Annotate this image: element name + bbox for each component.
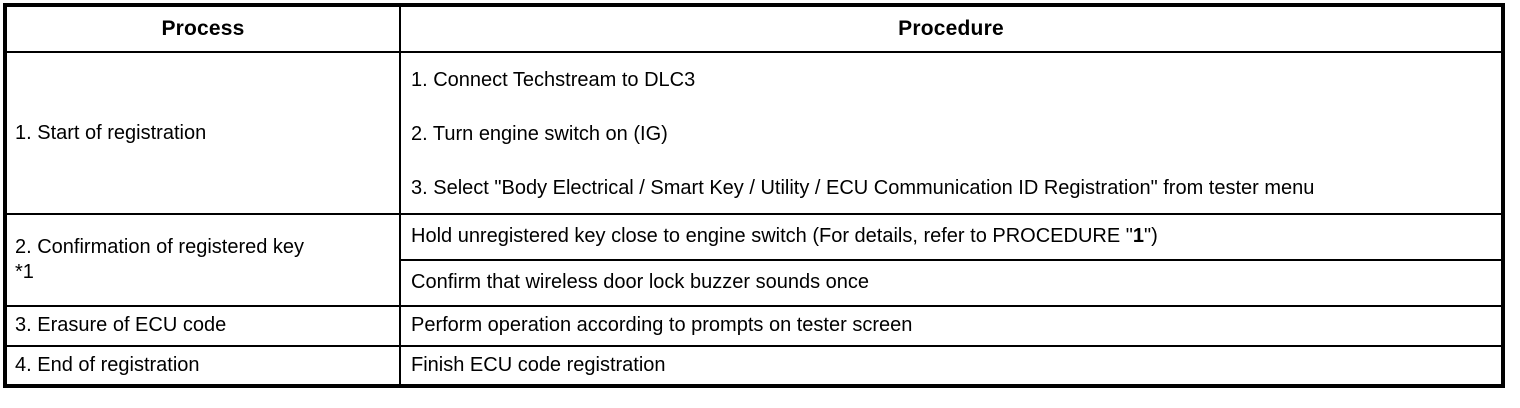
process-cell-erasure-of-ecu-code: 3. Erasure of ECU code bbox=[4, 305, 401, 347]
procedure-step: 1. Connect Techstream to DLC3 bbox=[411, 69, 696, 92]
procedure-cell-erasure-of-ecu-code: Perform operation according to prompts o… bbox=[399, 305, 1504, 347]
column-header-process: Process bbox=[4, 3, 401, 54]
process-cell-start-of-registration: 1. Start of registration bbox=[4, 51, 401, 216]
registration-procedure-table: Process Procedure 1. Start of registrati… bbox=[3, 3, 1505, 389]
procedure-cell-end-of-registration: Finish ECU code registration bbox=[399, 344, 1504, 388]
procedure-text-prefix: Hold unregistered key close to engine sw… bbox=[411, 225, 1133, 248]
table-row: Confirm that wireless door lock buzzer s… bbox=[5, 259, 1504, 308]
procedure-cell-hold-unregistered-key: Hold unregistered key close to engine sw… bbox=[399, 213, 1504, 262]
column-header-procedure: Procedure bbox=[399, 3, 1504, 54]
table-row: 4. End of registration Finish ECU code r… bbox=[4, 344, 1504, 388]
table-header-row: Process Procedure bbox=[4, 3, 1504, 54]
process-cell-confirmation-of-registered-key: 2. Confirmation of registered key *1 bbox=[4, 213, 401, 308]
process-label: 2. Confirmation of registered key bbox=[15, 236, 305, 259]
table-row: 3. Erasure of ECU code Perform operation… bbox=[4, 305, 1504, 347]
procedure-step: 3. Select "Body Electrical / Smart Key /… bbox=[411, 177, 1315, 200]
process-cell-end-of-registration: 4. End of registration bbox=[4, 344, 401, 388]
procedure-text-suffix: ") bbox=[1143, 225, 1158, 248]
procedure-cell-confirm-buzzer: Confirm that wireless door lock buzzer s… bbox=[399, 259, 1504, 308]
table-row: 2. Confirmation of registered key *1 Hol… bbox=[4, 213, 1504, 308]
table-row: 1. Start of registration 1. Connect Tech… bbox=[4, 51, 1504, 216]
process-footnote-marker: *1 bbox=[15, 261, 34, 284]
procedure-cell-start-of-registration: 1. Connect Techstream to DLC3 2. Turn en… bbox=[399, 51, 1504, 216]
procedure-reference-number: 1 bbox=[1132, 225, 1144, 248]
procedure-step: 2. Turn engine switch on (IG) bbox=[411, 123, 668, 146]
